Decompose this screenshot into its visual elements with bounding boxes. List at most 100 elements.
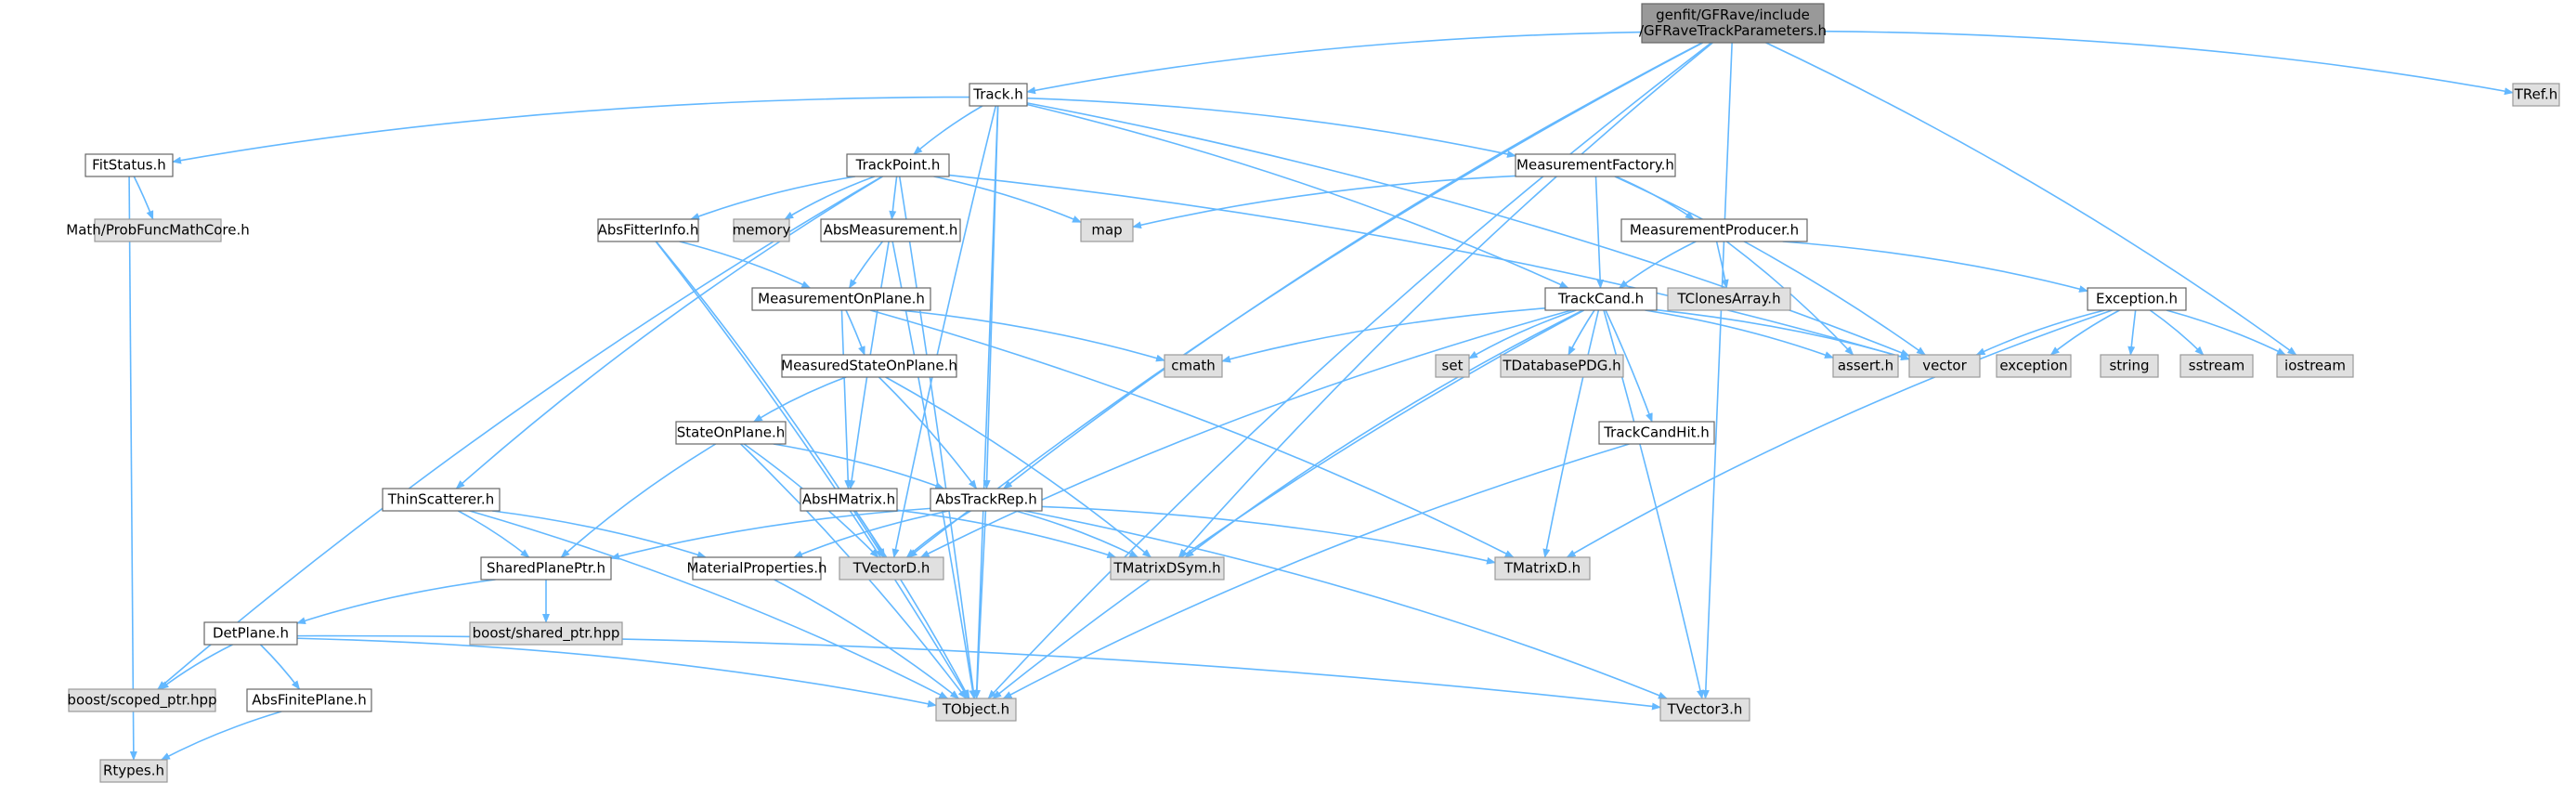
- node-box-absfiniteplane: [246, 688, 372, 712]
- node-sharedplaneptr[interactable]: SharedPlanePtr.h: [480, 556, 612, 581]
- node-map: map: [1080, 218, 1134, 242]
- node-measfactory[interactable]: MeasurementFactory.h: [1515, 153, 1676, 177]
- edge-stateonplane-to-sharedplaneptr: [560, 443, 717, 558]
- node-box-boostscoped: [68, 688, 216, 712]
- edge-trackcandhit-to-tobject: [1002, 443, 1630, 699]
- node-box-probfunc: [94, 218, 222, 242]
- node-boostshared: boost/shared_ptr.hpp: [469, 621, 623, 646]
- edge-measstate-to-stateonplane: [752, 376, 847, 423]
- node-rtypes: Rtypes.h: [99, 759, 168, 783]
- node-thinscatterer[interactable]: ThinScatterer.h: [382, 488, 501, 512]
- node-trackcand[interactable]: TrackCand.h: [1544, 287, 1658, 311]
- node-detplane[interactable]: DetPlane.h: [203, 621, 298, 646]
- node-measonplane[interactable]: MeasurementOnPlane.h: [751, 287, 931, 311]
- edge-measstate-to-abstrackrep: [878, 376, 978, 489]
- node-label-exception: Exception.h: [2096, 290, 2178, 307]
- edge-measproducer-to-trackcand: [1618, 241, 1697, 289]
- edge-thinscatterer-to-tobject: [469, 510, 949, 699]
- node-box-root: [1641, 3, 1825, 44]
- node-absfitterinfo[interactable]: AbsFitterInfo.h: [597, 218, 699, 242]
- node-label-tvectord: TVectorD.h: [852, 559, 930, 576]
- edge-root-to-tref: [1823, 30, 2514, 96]
- edge-exception-to-string: [2127, 309, 2137, 356]
- node-label-sstream: sstream: [2189, 357, 2244, 373]
- node-stateonplane[interactable]: StateOnPlane.h: [675, 421, 787, 445]
- node-matprops[interactable]: MaterialProperties.h: [686, 556, 827, 581]
- edge-exception-to-tmatrixd: [1566, 309, 2113, 558]
- node-absfiniteplane[interactable]: AbsFinitePlane.h: [246, 688, 372, 712]
- edge-measfactory-to-vector: [1614, 176, 1926, 356]
- node-label-tmatrixd: TMatrixD.h: [1503, 559, 1581, 576]
- node-track[interactable]: Track.h: [969, 83, 1028, 107]
- node-asserth: assert.h: [1832, 354, 1899, 378]
- edge-stateonplane-to-abstrackrep: [773, 443, 945, 489]
- node-box-abshmatrix: [800, 488, 898, 512]
- edge-abstrackrep-to-tobject: [972, 510, 987, 699]
- node-label-map: map: [1091, 221, 1122, 238]
- edge-absfitterinfo-to-tvectord: [656, 241, 885, 558]
- node-box-sstream: [2179, 354, 2254, 378]
- node-box-tclonesarray: [1667, 287, 1791, 311]
- edge-trackcand-to-cmath: [1221, 307, 1546, 363]
- edge-abstrackrep-to-tvector3: [1023, 510, 1668, 699]
- node-tmatrixd: TMatrixD.h: [1494, 556, 1591, 581]
- node-box-tdatabasepdg: [1500, 354, 1624, 378]
- node-box-trackcandhit: [1598, 421, 1715, 445]
- node-tclonesarray: TClonesArray.h: [1667, 287, 1791, 311]
- node-label-cmath: cmath: [1171, 357, 1215, 373]
- node-label-tobject: TObject.h: [942, 700, 1009, 717]
- node-label-measonplane: MeasurementOnPlane.h: [758, 290, 925, 307]
- edge-measproducer-to-exception: [1782, 241, 2088, 293]
- node-label-trackpoint: TrackPoint.h: [855, 156, 941, 173]
- edge-measonplane-to-abshmatrix: [840, 309, 852, 489]
- node-box-measonplane: [751, 287, 931, 311]
- node-label-abstrackrep: AbsTrackRep.h: [935, 490, 1037, 507]
- node-measstate[interactable]: MeasuredStateOnPlane.h: [781, 354, 957, 378]
- edge-fitstatus-to-probfunc: [133, 176, 154, 220]
- node-string: string: [2100, 354, 2159, 378]
- node-abshmatrix[interactable]: AbsHMatrix.h: [800, 488, 898, 512]
- node-box-tmatrixd: [1494, 556, 1591, 581]
- node-abstrackrep[interactable]: AbsTrackRep.h: [930, 488, 1043, 512]
- edges-layer: [128, 30, 2514, 761]
- node-box-iostream: [2276, 354, 2354, 378]
- node-label-vector: vector: [1922, 357, 1967, 373]
- edge-trackcand-to-tdatabasepdg: [1568, 309, 1595, 356]
- node-trackcandhit[interactable]: TrackCandHit.h: [1598, 421, 1715, 445]
- edge-abstrackrep-to-tmatrixdsym: [1015, 510, 1139, 558]
- edge-trackcand-to-trackcandhit: [1605, 309, 1653, 423]
- node-box-set: [1435, 354, 1470, 378]
- edge-trackpoint-to-thinscatterer: [455, 176, 884, 489]
- node-box-stateonplane: [675, 421, 787, 445]
- node-fitstatus[interactable]: FitStatus.h: [85, 153, 174, 177]
- node-exception[interactable]: Exception.h: [2087, 287, 2187, 311]
- edge-track-to-tvectord: [891, 105, 997, 558]
- node-label-memory: memory: [733, 221, 791, 238]
- edge-trackpoint-to-vector: [948, 174, 1910, 361]
- node-box-track: [969, 83, 1028, 107]
- node-label-trackcand: TrackCand.h: [1557, 290, 1644, 307]
- node-label-tmatrixdsym: TMatrixDSym.h: [1112, 559, 1220, 576]
- node-box-asserth: [1832, 354, 1899, 378]
- node-box-memory: [733, 218, 790, 242]
- node-trackpoint[interactable]: TrackPoint.h: [846, 153, 950, 177]
- edge-trackpoint-to-memory: [784, 176, 876, 220]
- node-box-tvectord: [839, 556, 944, 581]
- edge-abstrackrep-to-matprops: [793, 510, 950, 558]
- node-absmeasurement[interactable]: AbsMeasurement.h: [820, 218, 961, 242]
- node-label-tref: TRef.h: [2514, 85, 2558, 102]
- node-set: set: [1435, 354, 1470, 378]
- node-label-absfitterinfo: AbsFitterInfo.h: [598, 221, 699, 238]
- node-label-rtypes: Rtypes.h: [103, 762, 164, 778]
- node-tmatrixdsym: TMatrixDSym.h: [1110, 556, 1225, 581]
- nodes-layer: genfit/GFRave/include/GFRaveTrackParamet…: [66, 3, 2560, 783]
- edge-measonplane-to-tmatrixd: [870, 309, 1515, 558]
- edge-fitstatus-to-rtypes: [128, 176, 137, 761]
- node-measproducer[interactable]: MeasurementProducer.h: [1620, 218, 1808, 242]
- edge-exception-to-vector: [1975, 309, 2105, 356]
- node-box-exception: [2087, 287, 2187, 311]
- node-label-measstate: MeasuredStateOnPlane.h: [781, 357, 957, 373]
- edge-exception-to-exceptionstd: [2049, 309, 2120, 356]
- edge-root-to-tmatrixdsym: [1177, 42, 1713, 558]
